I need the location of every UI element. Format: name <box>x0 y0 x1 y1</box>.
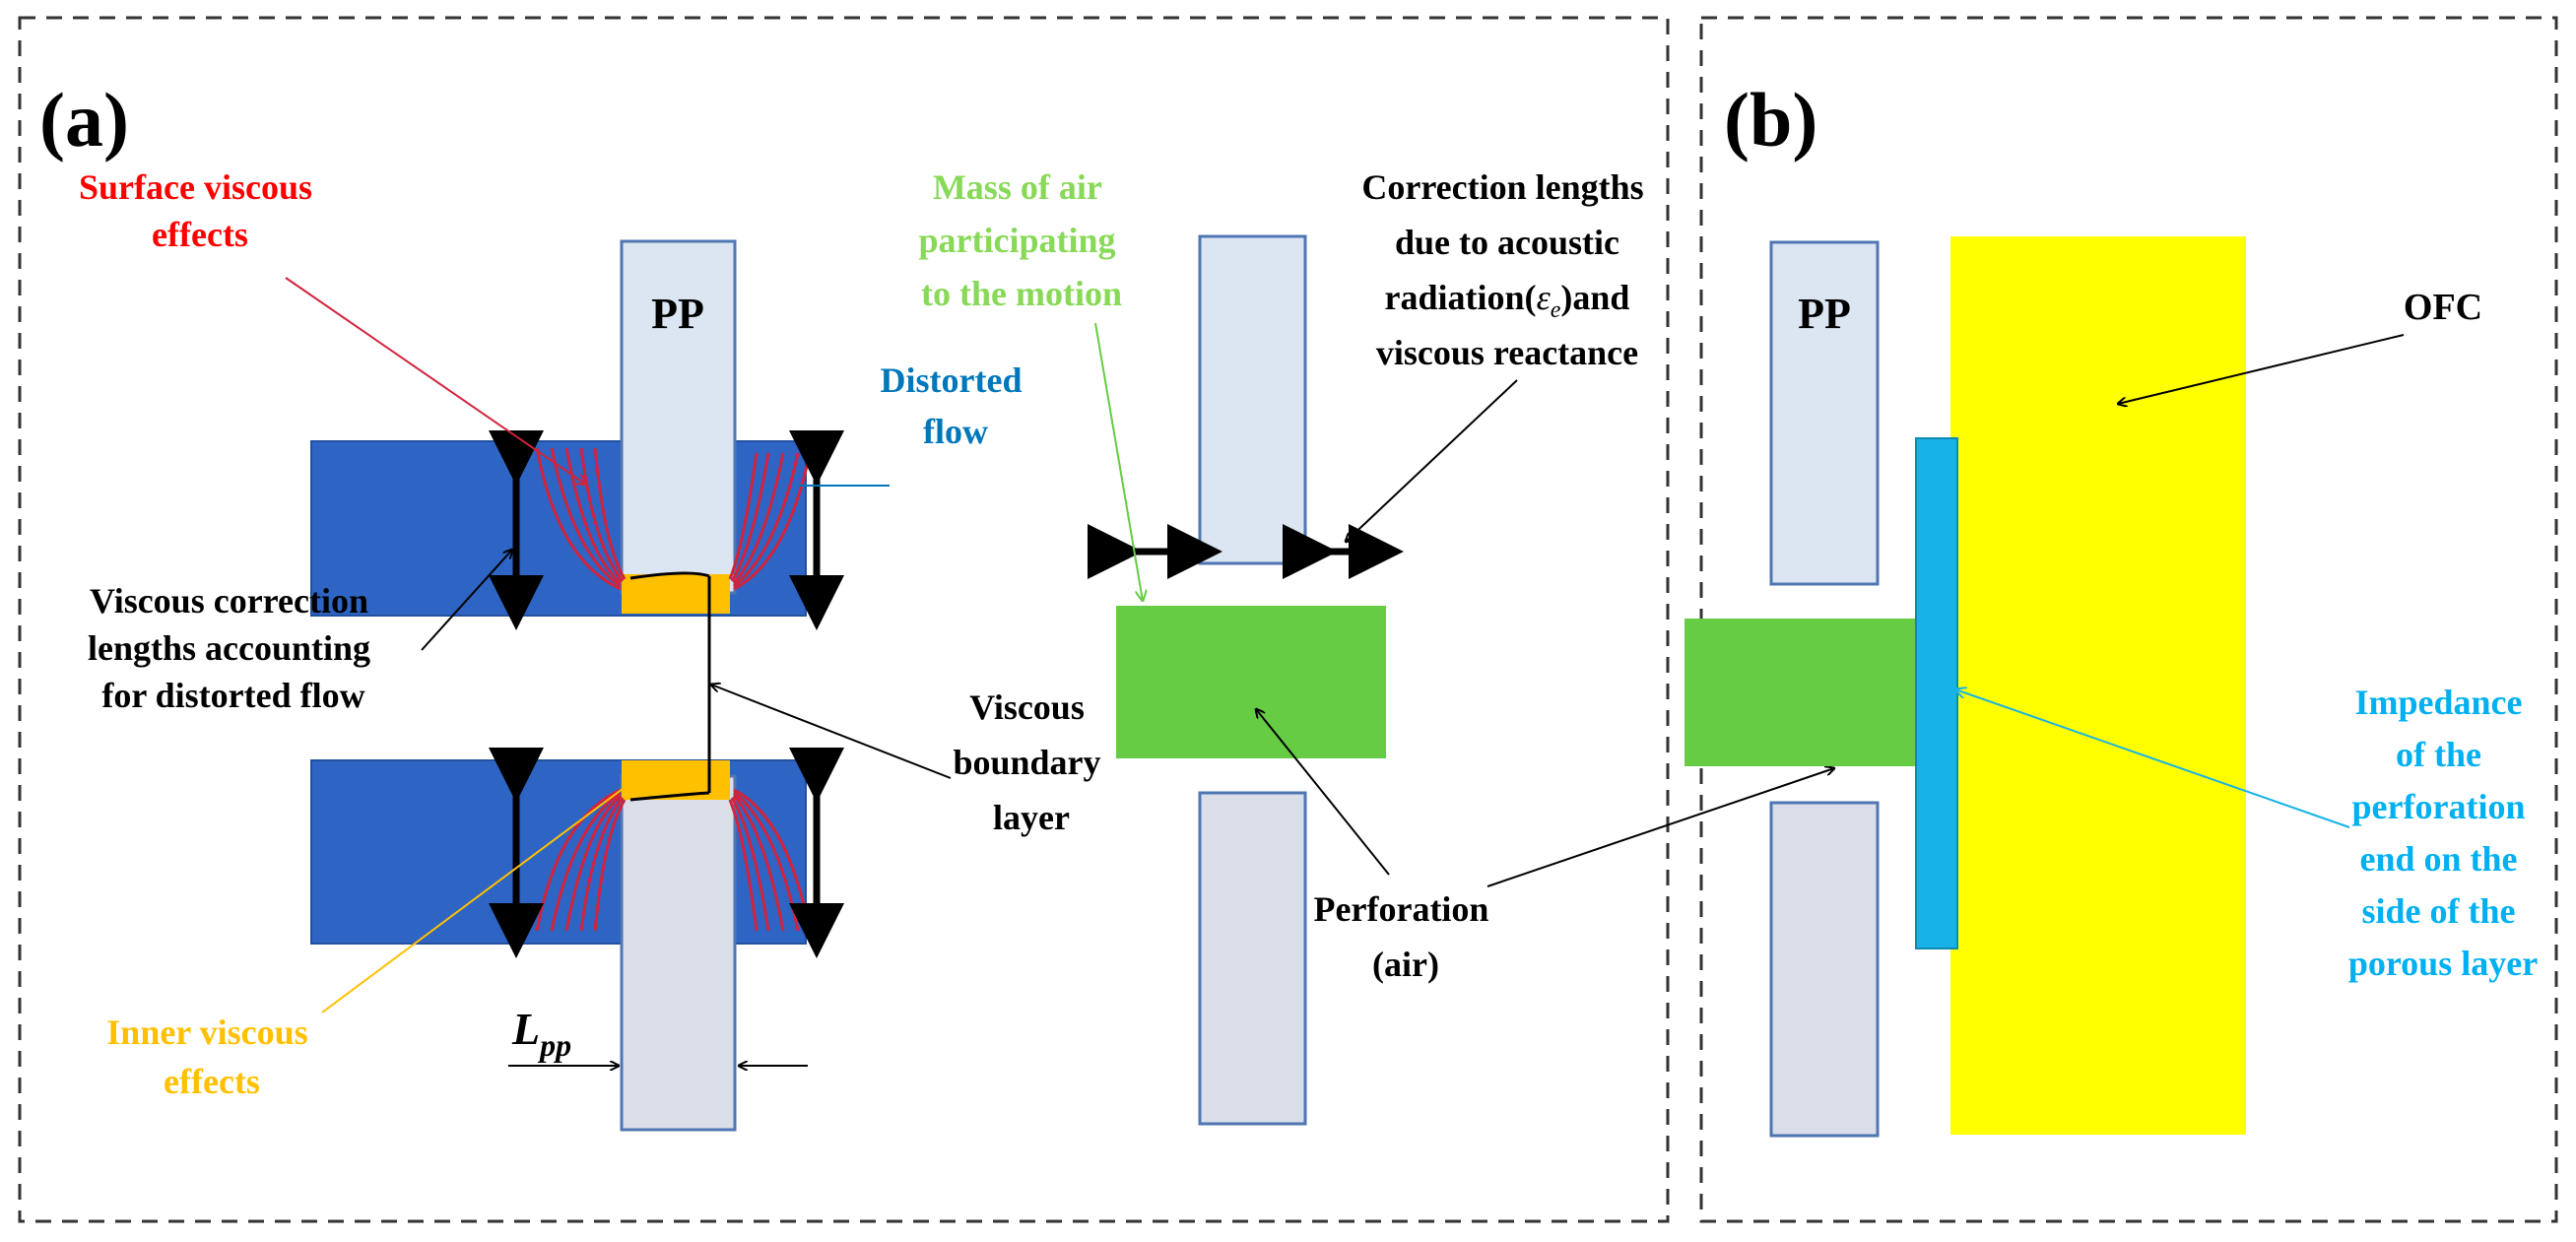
porous-layer <box>1950 236 2246 1135</box>
surface-viscous-arrow <box>285 277 586 485</box>
panel-a-label: (a) <box>39 77 129 163</box>
pp-label-b: PP <box>1798 290 1851 338</box>
pp-label-a: PP <box>651 290 704 338</box>
viscous-correction-label: Viscous correction lengths accounting fo… <box>88 581 379 715</box>
plate-top-middle <box>1198 234 1307 565</box>
mass-of-air-arrow <box>1094 322 1143 601</box>
air-mass-b <box>1684 619 1921 766</box>
inner-viscous-region-top <box>622 574 730 614</box>
boundary-layer-label: Viscous boundary layer <box>953 687 1109 837</box>
correction-lengths-line4: viscous reactance <box>1376 333 1638 372</box>
correction-lengths-arrow <box>1346 379 1518 542</box>
inner-viscous-pointer <box>321 782 631 1013</box>
inner-viscous-region-bottom <box>622 760 730 800</box>
panel-b-label: (b) <box>1724 77 1817 163</box>
boundary-layer-curve-bottom <box>629 791 710 802</box>
boundary-layer-arrow <box>711 685 952 779</box>
surface-viscous-label: Surface viscous effects <box>79 167 321 254</box>
boundary-layer-curve-top <box>629 571 710 580</box>
inner-viscous-label: Inner viscous effects <box>106 1013 316 1101</box>
viscous-correction-arrow <box>421 550 512 651</box>
perforation-arrow-left <box>1256 709 1390 876</box>
perforation-arrow-right <box>1486 768 1834 887</box>
impedance-arrow <box>1955 689 2350 828</box>
impedance-layer <box>1915 437 1958 949</box>
panel-a-frame <box>18 16 1670 1223</box>
plate-bottom-middle <box>1198 791 1307 1126</box>
perforation-label: Perforation (air) <box>1314 889 1498 984</box>
plate-top-b <box>1769 240 1880 586</box>
air-mass-middle <box>1116 606 1386 758</box>
ofc-label: OFC <box>2404 287 2482 328</box>
plate-bottom-b <box>1769 801 1880 1138</box>
impedance-label: Impedance of the perforation end on the … <box>2348 683 2538 983</box>
viscous-correction-arrows <box>489 430 844 958</box>
ofc-arrow <box>2118 334 2405 404</box>
correction-lengths-label: Correction lengths due to acoustic <box>1361 167 1652 262</box>
mass-of-air-label: Mass of air participating to the motion <box>918 167 1124 313</box>
lpp-label: Lpp <box>511 1004 571 1063</box>
distorted-flow-label: Distorted flow <box>881 360 1031 451</box>
plate-top-left <box>620 239 737 595</box>
plate-bottom-left <box>620 774 737 1132</box>
correction-lengths-line3: radiation(εe)and <box>1385 278 1630 323</box>
